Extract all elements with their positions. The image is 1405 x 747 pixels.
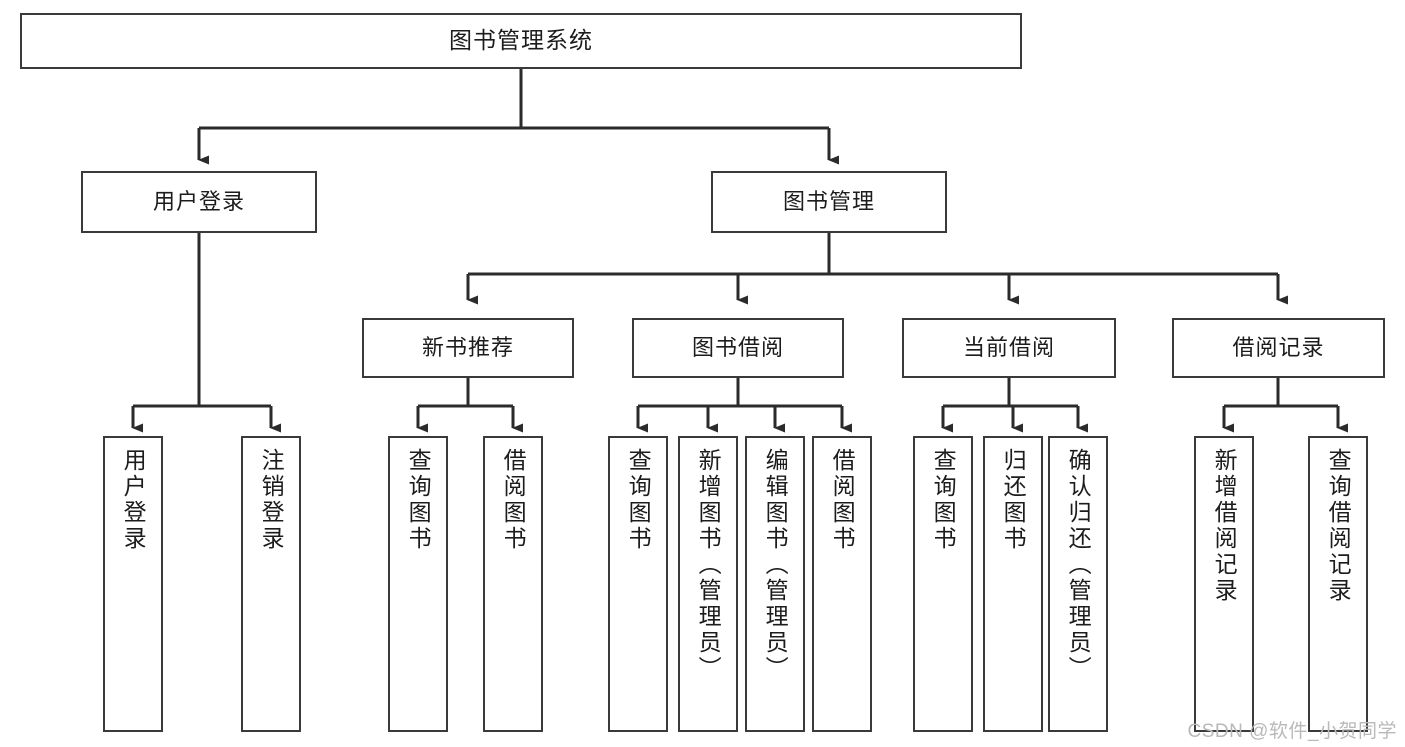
leaf-confirm-return-admin[interactable]: 确认归还（管理员） bbox=[1048, 436, 1108, 732]
node-label: 当前借阅 bbox=[962, 335, 1055, 361]
node-book-borrow[interactable]: 图书借阅 bbox=[632, 318, 844, 378]
node-label: 编辑图书（管理员） bbox=[762, 448, 789, 682]
leaf-query-book-recommend[interactable]: 查询图书 bbox=[388, 436, 448, 732]
node-label: 查询图书 bbox=[930, 448, 957, 552]
node-label: 确认归还（管理员） bbox=[1065, 448, 1092, 682]
node-label: 查询借阅记录 bbox=[1325, 448, 1352, 604]
node-label: 图书管理系统 bbox=[449, 27, 593, 54]
node-book-management[interactable]: 图书管理 bbox=[711, 171, 947, 233]
node-label: 图书管理 bbox=[782, 189, 875, 215]
node-label: 查询图书 bbox=[405, 448, 432, 552]
leaf-add-book-admin[interactable]: 新增图书（管理员） bbox=[678, 436, 738, 732]
leaf-borrow-book[interactable]: 借阅图书 bbox=[812, 436, 872, 732]
node-user-login[interactable]: 用户登录 bbox=[81, 171, 317, 233]
leaf-add-borrow-record[interactable]: 新增借阅记录 bbox=[1194, 436, 1254, 732]
node-new-book-recommend[interactable]: 新书推荐 bbox=[362, 318, 574, 378]
node-root[interactable]: 图书管理系统 bbox=[20, 13, 1022, 69]
node-label: 新书推荐 bbox=[421, 335, 514, 361]
node-label: 图书借阅 bbox=[691, 335, 784, 361]
leaf-user-login[interactable]: 用户登录 bbox=[103, 436, 163, 732]
leaf-borrow-book-recommend[interactable]: 借阅图书 bbox=[483, 436, 543, 732]
node-label: 注销登录 bbox=[258, 448, 285, 552]
node-label: 查询图书 bbox=[625, 448, 652, 552]
node-label: 借阅图书 bbox=[829, 448, 856, 552]
leaf-return-book[interactable]: 归还图书 bbox=[983, 436, 1043, 732]
node-label: 用户登录 bbox=[152, 189, 245, 215]
node-label: 用户登录 bbox=[120, 448, 147, 552]
leaf-query-book-borrow[interactable]: 查询图书 bbox=[608, 436, 668, 732]
leaf-query-borrow-record[interactable]: 查询借阅记录 bbox=[1308, 436, 1368, 732]
leaf-logout[interactable]: 注销登录 bbox=[241, 436, 301, 732]
node-current-borrow[interactable]: 当前借阅 bbox=[902, 318, 1116, 378]
node-label: 借阅记录 bbox=[1232, 335, 1325, 361]
leaf-query-book-current[interactable]: 查询图书 bbox=[913, 436, 973, 732]
leaf-edit-book-admin[interactable]: 编辑图书（管理员） bbox=[745, 436, 805, 732]
node-label: 借阅图书 bbox=[500, 448, 527, 552]
node-label: 新增借阅记录 bbox=[1211, 448, 1238, 604]
node-label: 新增图书（管理员） bbox=[695, 448, 722, 682]
node-label: 归还图书 bbox=[1000, 448, 1027, 552]
node-borrow-record[interactable]: 借阅记录 bbox=[1172, 318, 1385, 378]
